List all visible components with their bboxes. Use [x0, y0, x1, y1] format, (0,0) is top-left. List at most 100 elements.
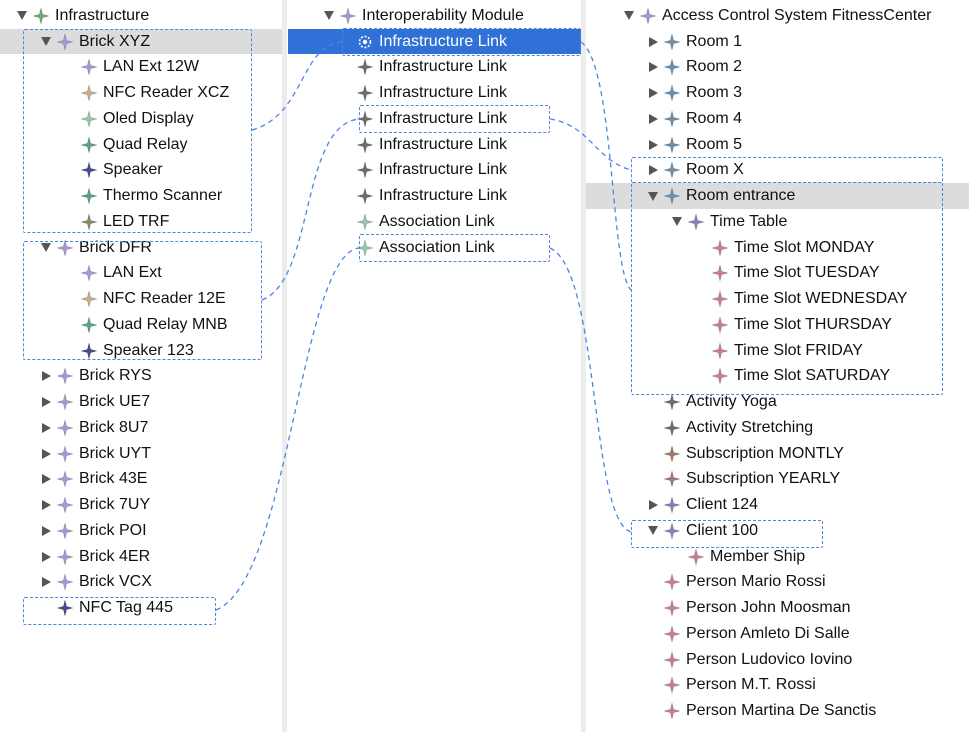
tree-row[interactable]: Subscription MONTLY: [586, 441, 969, 467]
tree-row[interactable]: Infrastructure Link: [288, 80, 582, 106]
tree-row[interactable]: Infrastructure Link: [288, 183, 582, 209]
tree-row[interactable]: NFC Reader 12E: [0, 286, 282, 312]
disclosure-collapsed-icon[interactable]: [39, 395, 53, 409]
star-blue-gray-icon: [663, 84, 681, 102]
tree-row[interactable]: Brick DFR: [0, 235, 282, 261]
tree-row[interactable]: Room 2: [586, 55, 969, 81]
tree-row[interactable]: Oled Display: [0, 106, 282, 132]
tree-row[interactable]: Quad Relay: [0, 132, 282, 158]
tree-row[interactable]: Speaker 123: [0, 338, 282, 364]
tree-row[interactable]: Person Amleto Di Salle: [586, 621, 969, 647]
pane-divider-left[interactable]: [282, 0, 287, 732]
tree-row[interactable]: Brick UYT: [0, 441, 282, 467]
tree-row[interactable]: Time Slot FRIDAY: [586, 338, 969, 364]
tree-row[interactable]: Activity Stretching: [586, 415, 969, 441]
disclosure-collapsed-icon[interactable]: [646, 35, 660, 49]
tree-row[interactable]: Brick VCX: [0, 570, 282, 596]
disclosure-collapsed-icon[interactable]: [39, 524, 53, 538]
disclosure-expanded-icon[interactable]: [670, 215, 684, 229]
tree-row[interactable]: Room 3: [586, 80, 969, 106]
tree-row[interactable]: Person M.T. Rossi: [586, 673, 969, 699]
disclosure-expanded-icon[interactable]: [646, 524, 660, 538]
tree-item-label: Brick RYS: [79, 367, 152, 385]
star-navy-icon: [56, 599, 74, 617]
disclosure-expanded-icon[interactable]: [322, 9, 336, 23]
disclosure-collapsed-icon[interactable]: [646, 60, 660, 74]
tree-row[interactable]: Quad Relay MNB: [0, 312, 282, 338]
tree-row[interactable]: Room 4: [586, 106, 969, 132]
tree-row[interactable]: Access Control System FitnessCenter: [586, 3, 969, 29]
tree-row[interactable]: Thermo Scanner: [0, 183, 282, 209]
tree-row[interactable]: Room entrance: [586, 183, 969, 209]
disclosure-collapsed-icon[interactable]: [646, 163, 660, 177]
disclosure-collapsed-icon[interactable]: [646, 86, 660, 100]
tree-row[interactable]: Brick UE7: [0, 389, 282, 415]
star-pink-icon: [663, 625, 681, 643]
disclosure-collapsed-icon[interactable]: [39, 447, 53, 461]
tree-row[interactable]: Brick XYZ: [0, 28, 282, 55]
tree-row[interactable]: NFC Reader XCZ: [0, 80, 282, 106]
tree-row[interactable]: Person Martina De Sanctis: [586, 698, 969, 724]
disclosure-collapsed-icon[interactable]: [646, 112, 660, 126]
tree-row[interactable]: NFC Tag 445: [0, 595, 282, 621]
tree-row[interactable]: Association Link: [288, 209, 582, 235]
tree-row[interactable]: Brick 8U7: [0, 415, 282, 441]
disclosure-collapsed-icon[interactable]: [39, 550, 53, 564]
star-gray-icon: [356, 110, 374, 128]
tree-row[interactable]: LED TRF: [0, 209, 282, 235]
tree-row[interactable]: Brick 7UY: [0, 492, 282, 518]
disclosure-expanded-icon[interactable]: [15, 9, 29, 23]
tree-row[interactable]: Member Ship: [586, 544, 969, 570]
tree-item-label: Activity Yoga: [686, 393, 777, 411]
tree-row[interactable]: Time Table: [586, 209, 969, 235]
tree-item-label: Room X: [686, 161, 744, 179]
tree-row[interactable]: Infrastructure Link: [288, 132, 582, 158]
tree-row[interactable]: Time Slot MONDAY: [586, 235, 969, 261]
tree-row[interactable]: Infrastructure Link: [288, 158, 582, 184]
tree-row[interactable]: Brick 43E: [0, 467, 282, 493]
tree-row[interactable]: Time Slot SATURDAY: [586, 364, 969, 390]
tree-row[interactable]: Room 1: [586, 29, 969, 55]
tree-row[interactable]: Brick RYS: [0, 364, 282, 390]
tree-row[interactable]: Client 124: [586, 492, 969, 518]
tree-item-label: Subscription MONTLY: [686, 444, 844, 462]
tree-row[interactable]: Time Slot TUESDAY: [586, 261, 969, 287]
disclosure-expanded-icon[interactable]: [39, 241, 53, 255]
tree-row[interactable]: Person John Moosman: [586, 595, 969, 621]
tree-row[interactable]: Room X: [586, 158, 969, 184]
star-blue-gray-icon: [663, 161, 681, 179]
tree-row[interactable]: Interoperability Module: [288, 3, 582, 29]
disclosure-collapsed-icon[interactable]: [39, 369, 53, 383]
tree-row[interactable]: Person Ludovico Iovino: [586, 647, 969, 673]
tree-row[interactable]: Association Link: [288, 235, 582, 261]
disclosure-collapsed-icon[interactable]: [646, 498, 660, 512]
disclosure-expanded-icon[interactable]: [622, 9, 636, 23]
disclosure-collapsed-icon[interactable]: [39, 421, 53, 435]
tree-row[interactable]: Client 100: [586, 518, 969, 544]
tree-row[interactable]: Brick 4ER: [0, 544, 282, 570]
disclosure-collapsed-icon[interactable]: [39, 472, 53, 486]
disclosure-expanded-icon[interactable]: [646, 189, 660, 203]
tree-row[interactable]: Room 5: [586, 132, 969, 158]
tree-row[interactable]: Infrastructure: [0, 3, 282, 29]
tree-row[interactable]: Activity Yoga: [586, 389, 969, 415]
disclosure-collapsed-icon[interactable]: [39, 575, 53, 589]
tree-row[interactable]: Time Slot WEDNESDAY: [586, 286, 969, 312]
tree-row[interactable]: Speaker: [0, 158, 282, 184]
tree-row[interactable]: Time Slot THURSDAY: [586, 312, 969, 338]
star-gray-icon: [356, 136, 374, 154]
disclosure-expanded-icon[interactable]: [39, 35, 53, 49]
disclosure-collapsed-icon[interactable]: [646, 138, 660, 152]
disclosure-collapsed-icon[interactable]: [39, 498, 53, 512]
star-lavender-icon: [639, 7, 657, 25]
tree-row[interactable]: Brick POI: [0, 518, 282, 544]
tree-row[interactable]: LAN Ext 12W: [0, 55, 282, 81]
tree-row[interactable]: Person Mario Rossi: [586, 570, 969, 596]
star-gray-icon: [356, 187, 374, 205]
tree-item-label: Infrastructure Link: [379, 58, 508, 76]
tree-row[interactable]: Infrastructure Link: [288, 55, 582, 81]
tree-row[interactable]: Subscription YEARLY: [586, 467, 969, 493]
tree-row[interactable]: Infrastructure Link: [288, 106, 582, 132]
tree-row[interactable]: Infrastructure Link: [288, 28, 582, 55]
tree-row[interactable]: LAN Ext: [0, 261, 282, 287]
